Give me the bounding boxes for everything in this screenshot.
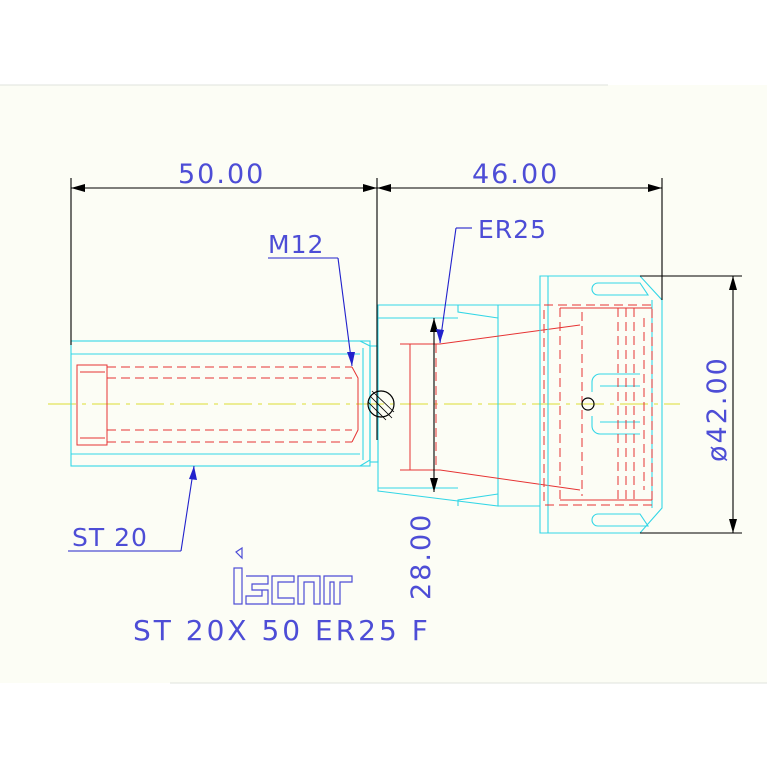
er25-label: ER25 — [478, 215, 547, 244]
dim-28-label: 28.00 — [406, 513, 437, 600]
coolant-plug — [367, 390, 395, 418]
shank-hidden-bore — [76, 364, 359, 446]
diameter-42-label: ø42.00 — [702, 356, 733, 462]
drawing-sheet — [0, 85, 767, 683]
dimension-lines — [70, 178, 742, 534]
iscar-logo: iscar — [233, 546, 353, 605]
flange-outline — [367, 304, 499, 507]
part-code: ST 20X 50 ER25 F — [133, 614, 431, 647]
nut-hidden-lines — [543, 304, 653, 506]
dim-50-label: 50.00 — [178, 159, 265, 190]
m12-label: M12 — [268, 230, 324, 259]
leaders — [68, 227, 472, 552]
nut-center-marker — [581, 397, 595, 411]
st20-label: ST 20 — [72, 523, 148, 552]
collet-taper-hidden — [400, 324, 581, 491]
dim-46-label: 46.00 — [472, 159, 559, 190]
